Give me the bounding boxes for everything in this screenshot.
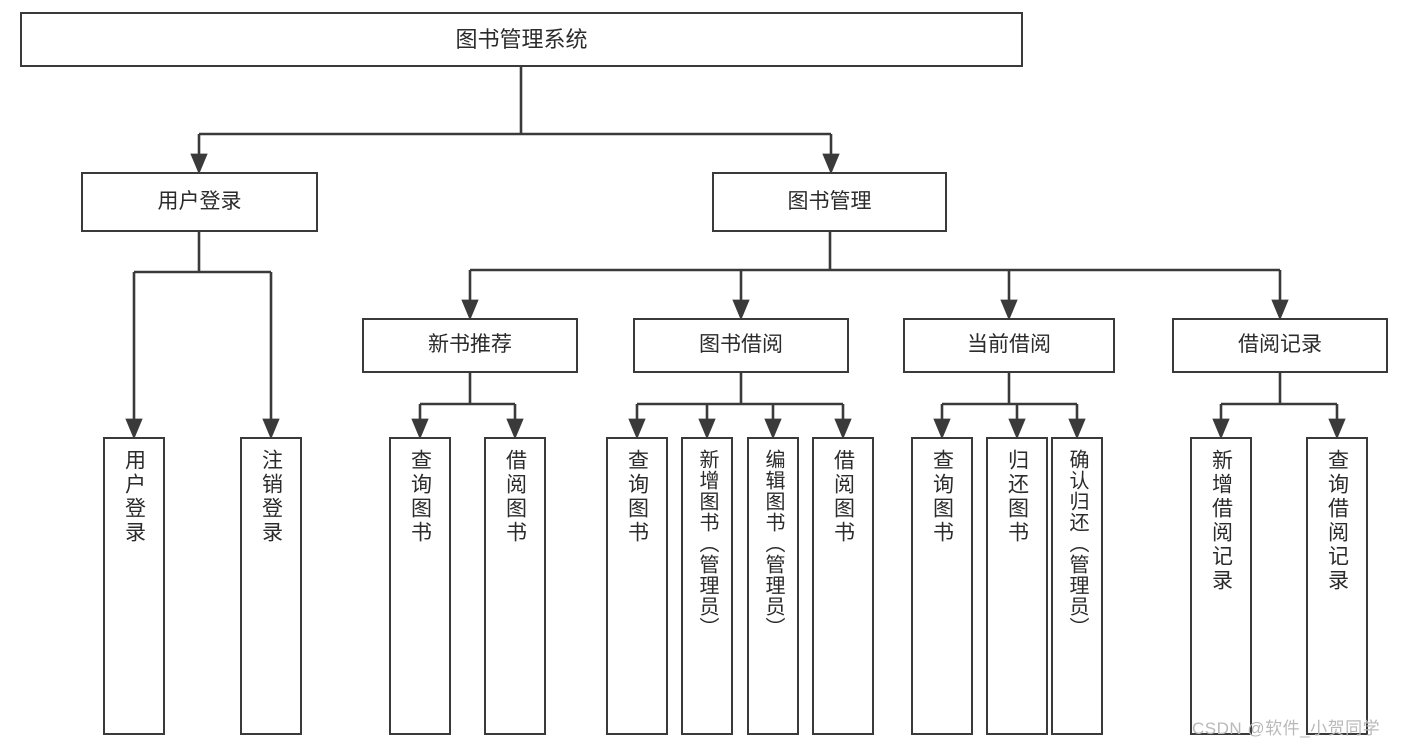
node-new-book-rec-label: 新书推荐 (428, 333, 512, 357)
node-leaf-user-login-label: 用户登录 (122, 449, 146, 545)
node-root-label: 图书管理系统 (455, 26, 588, 52)
node-leaf-return-book-label: 归还图书 (1005, 449, 1029, 545)
node-leaf-borrow-book-2-label: 借阅图书 (831, 449, 855, 545)
node-leaf-edit-book[interactable]: 编辑图书（管理员） (747, 437, 799, 735)
node-current-borrow[interactable]: 当前借阅 (903, 318, 1115, 373)
node-borrow-record[interactable]: 借阅记录 (1172, 318, 1388, 373)
node-root[interactable]: 图书管理系统 (20, 12, 1023, 67)
csdn-watermark: CSDN @软件_小贺同学 (1192, 719, 1381, 738)
node-leaf-user-login[interactable]: 用户登录 (103, 437, 165, 735)
node-leaf-query-record[interactable]: 查询借阅记录 (1306, 437, 1368, 735)
node-book-borrow-label: 图书借阅 (699, 333, 783, 357)
node-leaf-query-book-2-label: 查询图书 (625, 449, 649, 545)
node-leaf-query-book-1[interactable]: 查询图书 (389, 437, 451, 735)
node-book-manage-label: 图书管理 (787, 189, 872, 213)
node-user-login-label: 用户登录 (157, 189, 242, 213)
node-leaf-add-book[interactable]: 新增图书（管理员） (681, 437, 733, 735)
node-leaf-add-book-label: 新增图书（管理员） (696, 449, 718, 638)
node-leaf-add-record[interactable]: 新增借阅记录 (1190, 437, 1252, 735)
node-leaf-user-logout-label: 注销登录 (259, 449, 283, 545)
node-leaf-confirm-return-label: 确认归还（管理员） (1066, 449, 1088, 638)
node-leaf-borrow-book-1-label: 借阅图书 (503, 449, 527, 545)
node-leaf-borrow-book-1[interactable]: 借阅图书 (484, 437, 546, 735)
node-leaf-add-record-label: 新增借阅记录 (1209, 449, 1233, 593)
node-current-borrow-label: 当前借阅 (967, 333, 1051, 357)
node-leaf-return-book[interactable]: 归还图书 (986, 437, 1048, 735)
node-leaf-query-book-1-label: 查询图书 (408, 449, 432, 545)
node-leaf-query-book-2[interactable]: 查询图书 (606, 437, 668, 735)
node-leaf-borrow-book-2[interactable]: 借阅图书 (812, 437, 874, 735)
node-user-login[interactable]: 用户登录 (81, 172, 318, 232)
node-borrow-record-label: 借阅记录 (1238, 333, 1322, 357)
node-leaf-user-logout[interactable]: 注销登录 (240, 437, 302, 735)
node-new-book-rec[interactable]: 新书推荐 (362, 318, 578, 373)
node-leaf-query-book-3-label: 查询图书 (930, 449, 954, 545)
node-leaf-query-record-label: 查询借阅记录 (1325, 449, 1349, 593)
node-leaf-query-book-3[interactable]: 查询图书 (911, 437, 973, 735)
node-book-manage[interactable]: 图书管理 (712, 172, 947, 232)
node-book-borrow[interactable]: 图书借阅 (633, 318, 849, 373)
node-leaf-confirm-return[interactable]: 确认归还（管理员） (1051, 437, 1103, 735)
edges (125, 67, 1346, 440)
node-leaf-edit-book-label: 编辑图书（管理员） (762, 449, 784, 638)
